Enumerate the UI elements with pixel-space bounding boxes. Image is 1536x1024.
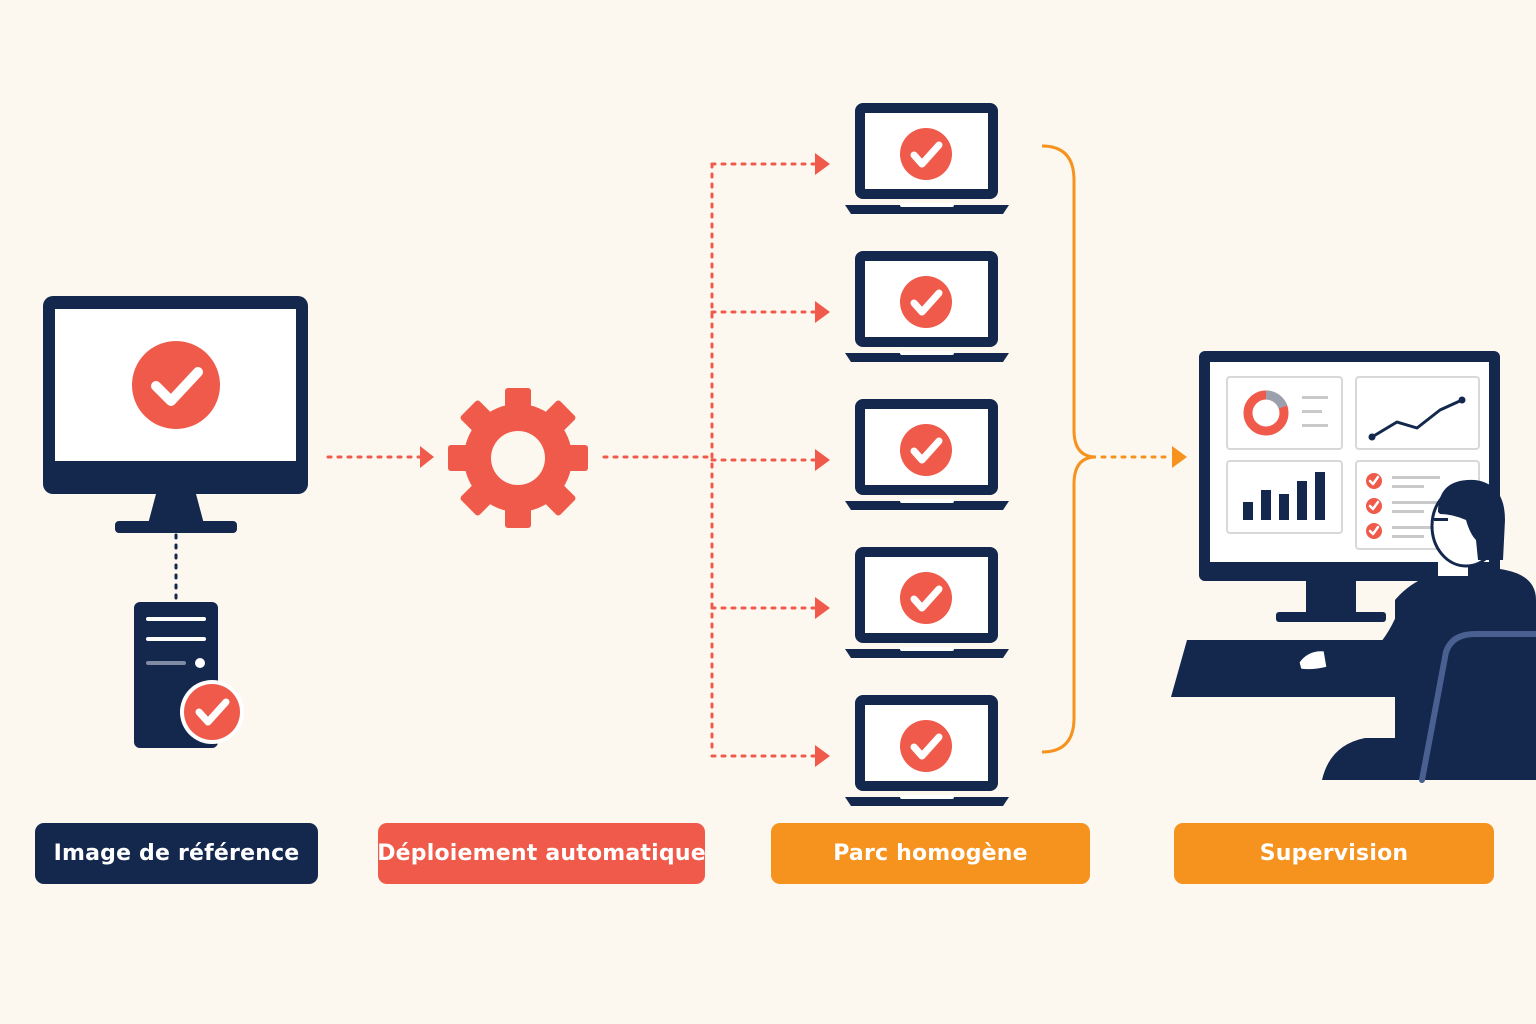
desk (1171, 640, 1410, 697)
bar-chart-icon (1243, 472, 1325, 520)
laptop-check-icon (845, 251, 1009, 362)
donut-chart-icon (1243, 390, 1328, 436)
branch-arrow (710, 597, 830, 619)
arrow-to-supervision (1100, 446, 1187, 468)
branch-arrow (710, 449, 830, 471)
operator-person-icon (1296, 479, 1536, 780)
deployment-branches (602, 162, 714, 753)
reference-image-label: Image de référence (35, 823, 318, 884)
gear-icon (448, 388, 588, 528)
laptop-check-icon (845, 103, 1009, 214)
checklist-icon (1366, 473, 1440, 539)
chair (1419, 631, 1536, 783)
fleet-laptops (845, 103, 1009, 806)
branch-arrow (710, 745, 830, 767)
homogeneous-fleet-label: Parc homogène (771, 823, 1090, 884)
branch-arrows (710, 153, 830, 767)
branch-arrow (710, 153, 830, 175)
supervision-station-icon (1171, 351, 1536, 783)
line-chart-icon (1368, 396, 1466, 441)
laptop-check-icon (845, 547, 1009, 658)
branch-arrow (710, 301, 830, 323)
supervision-label: Supervision (1174, 823, 1494, 884)
laptop-check-icon (845, 695, 1009, 806)
automatic-deployment-label: Déploiement automatique (377, 823, 706, 884)
laptop-check-icon (845, 399, 1009, 510)
arrow-to-deployment (326, 446, 434, 468)
reference-monitor-icon (43, 296, 308, 533)
fleet-brace (1041, 144, 1097, 754)
server-tower-icon (134, 602, 244, 748)
dashboard-widgets (1226, 376, 1480, 550)
